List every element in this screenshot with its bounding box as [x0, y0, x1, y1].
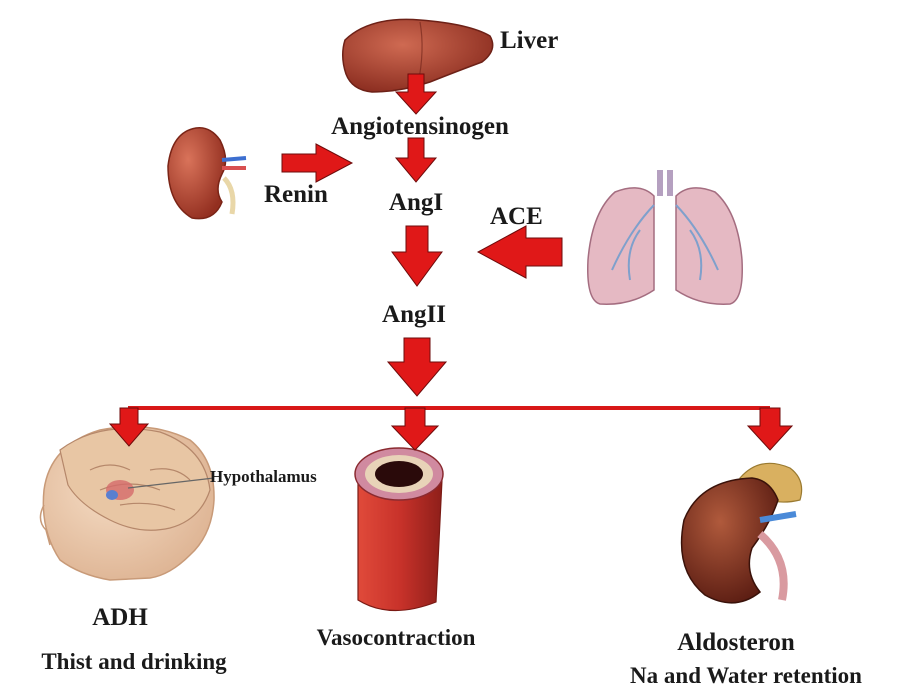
arrow-ace — [478, 226, 562, 278]
label-adh-effect: Thist and drinking — [41, 650, 226, 673]
kidney-adrenal — [682, 463, 802, 603]
label-adh: ADH — [92, 605, 148, 630]
arrow-ang2-down — [388, 338, 446, 396]
label-ang1: AngI — [389, 190, 443, 215]
arrow-to-vaso — [392, 408, 438, 450]
label-renin: Renin — [264, 182, 328, 207]
arrow-to-aldo — [748, 408, 792, 450]
label-aldo-effect: Na and Water retention — [630, 664, 862, 687]
lungs-organ — [588, 170, 743, 304]
label-liver: Liver — [500, 28, 558, 53]
label-ang2: AngII — [382, 302, 446, 327]
label-hypothalamus: Hypothalamus — [210, 468, 317, 485]
label-vaso: Vasocontraction — [317, 626, 476, 649]
label-ace: ACE — [490, 204, 543, 229]
arrow-ang1-down — [392, 226, 442, 286]
head-brain — [40, 427, 214, 580]
kidney-left — [168, 128, 246, 219]
label-aldo: Aldosteron — [677, 630, 795, 655]
arrow-renin — [282, 144, 352, 182]
arrow-angiotensinogen-down — [396, 138, 436, 182]
artery-vessel — [355, 448, 443, 611]
label-angiotensinogen: Angiotensinogen — [331, 114, 509, 139]
